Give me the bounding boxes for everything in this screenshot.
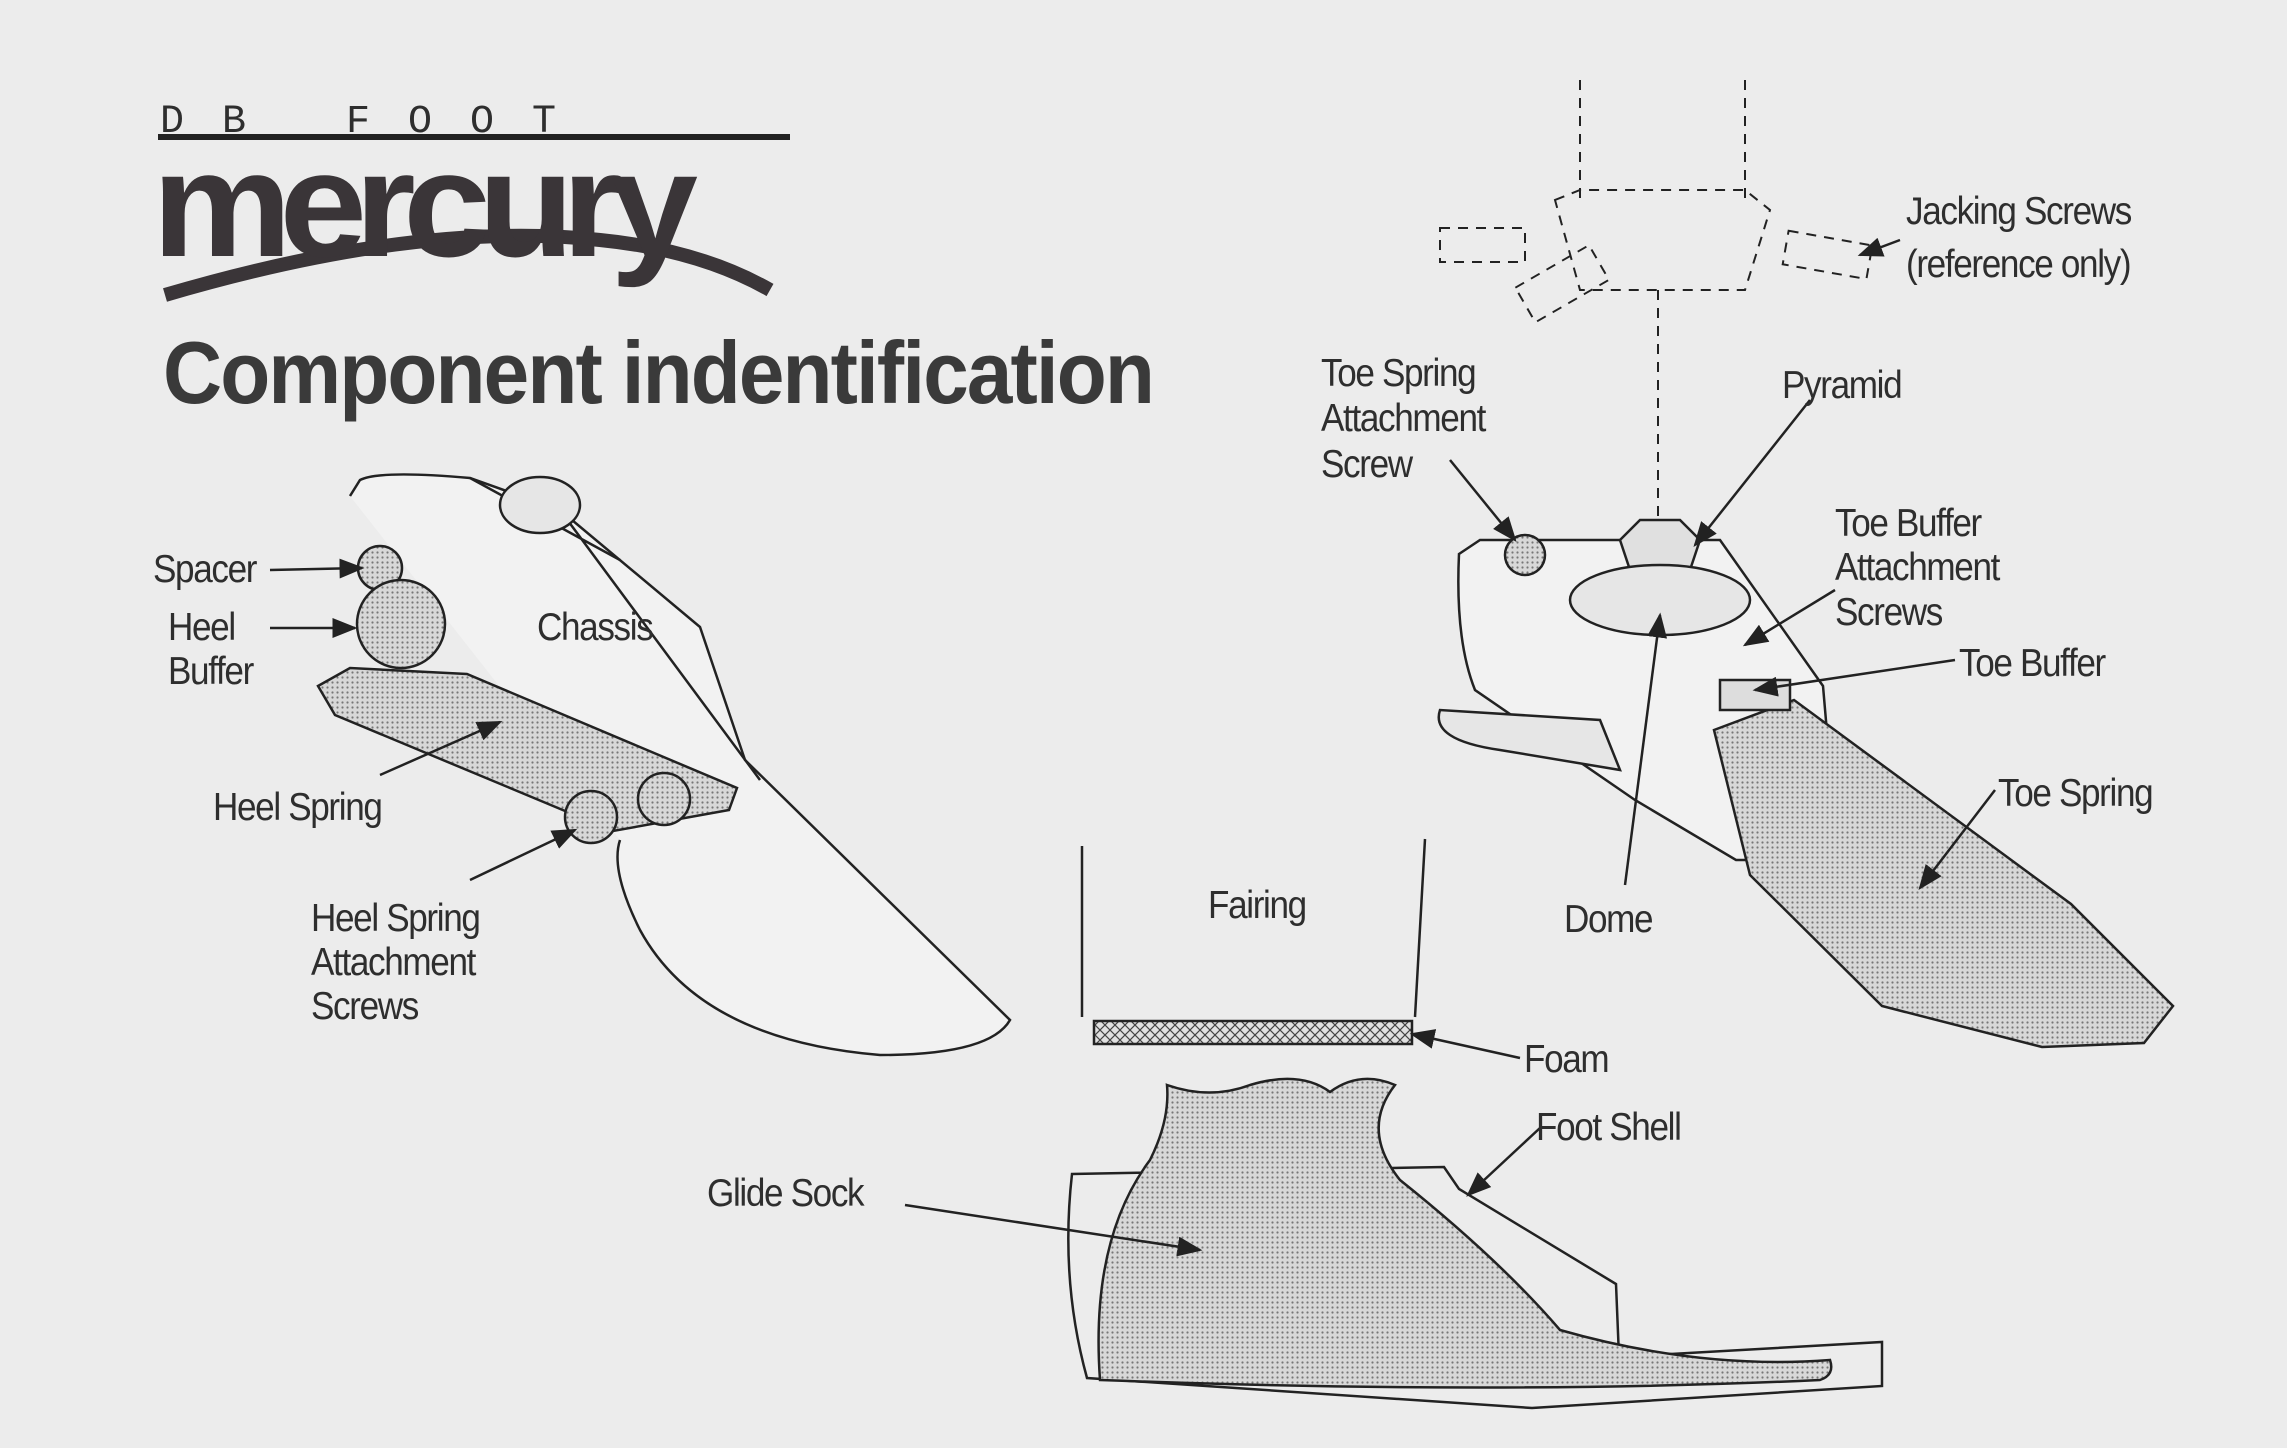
logo-swoosh (163, 228, 774, 302)
fairing-outline (1080, 838, 1427, 1018)
label-toe-buffer-screws-3: Screws (1835, 591, 1943, 634)
label-toe-buffer: Toe Buffer (1959, 642, 2106, 685)
label-heel-buffer-1: Heel (168, 606, 236, 649)
label-dome: Dome (1564, 898, 1654, 941)
glide-sock-part (1097, 1077, 1833, 1389)
label-pyramid: Pyramid (1782, 364, 1903, 407)
label-heel-spring: Heel Spring (213, 786, 383, 829)
heel-screw-1 (563, 789, 619, 845)
heel-spring-left (316, 666, 739, 833)
label-foot-shell: Foot Shell (1536, 1106, 1682, 1149)
label-heel-buffer-2: Buffer (168, 650, 254, 693)
label-jacking-screws-1: Jacking Screws (1906, 190, 2132, 233)
pyramid-right (1618, 518, 1702, 572)
pyramid-left (498, 475, 582, 535)
foam-part (1092, 1019, 1414, 1046)
heel-buffer-part (355, 578, 447, 670)
label-chassis: Chassis (537, 606, 654, 649)
logo-wordmark: mercury (152, 120, 698, 288)
label-toe-spring: Toe Spring (1998, 772, 2154, 815)
label-toe-spring-screw-2: Attachment (1321, 397, 1486, 440)
logo-top-text: DB FOOT (160, 100, 595, 145)
label-toe-spring-screw-1: Toe Spring (1321, 352, 1477, 395)
label-toe-spring-screw-3: Screw (1321, 443, 1413, 486)
label-heel-spring-screws-2: Attachment (311, 941, 476, 984)
label-fairing: Fairing (1208, 884, 1307, 927)
label-toe-buffer-screws-1: Toe Buffer (1835, 502, 1982, 545)
heel-screw-2 (636, 771, 692, 827)
label-heel-spring-screws-3: Screws (311, 985, 419, 1028)
label-foam: Foam (1524, 1038, 1610, 1081)
label-glide-sock: Glide Sock (707, 1172, 865, 1215)
label-jacking-screws-2: (reference only) (1906, 243, 2132, 286)
label-toe-buffer-screws-2: Attachment (1835, 546, 2000, 589)
toe-buffer-part (1718, 678, 1792, 712)
label-heel-spring-screws-1: Heel Spring (311, 897, 481, 940)
label-spacer: Spacer (153, 548, 257, 591)
toe-spring-screw-part (1503, 533, 1547, 577)
page-title: Component indentification (163, 323, 1155, 422)
heel-spring-right (1437, 708, 1622, 772)
toe-spring-part (1712, 698, 2175, 1049)
